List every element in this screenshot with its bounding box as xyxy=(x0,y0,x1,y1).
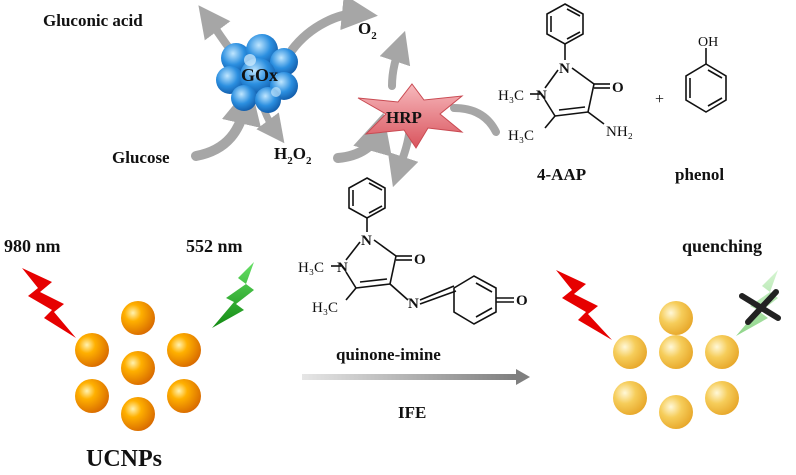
laser-bolt-icon-right xyxy=(556,270,612,340)
svg-text:N: N xyxy=(408,296,419,312)
h2o2-label: H2O2 xyxy=(274,144,312,167)
emission-bolt-icon xyxy=(212,262,254,328)
quinone-imine-structure xyxy=(331,177,514,325)
ucnps-label: UCNPs xyxy=(86,446,162,472)
arrow-aap-into-hrp xyxy=(450,104,500,136)
gox-enzyme: GOx xyxy=(216,34,298,113)
svg-text:N: N xyxy=(536,88,547,104)
hrp-label: HRP xyxy=(386,108,422,127)
arrow-h2o2-to-hrp xyxy=(333,112,392,163)
svg-text:H₃C: H₃C xyxy=(498,88,524,104)
phenol-structure xyxy=(685,48,727,113)
quenching-label: quenching xyxy=(682,236,762,256)
svg-text:N: N xyxy=(337,260,348,276)
emission-wavelength-label: 552 nm xyxy=(186,236,243,256)
aap-structure xyxy=(530,3,610,129)
arrow-gox-to-o2 xyxy=(287,0,378,55)
excitation-wavelength-label: 980 nm xyxy=(4,236,61,256)
phenol-oh: OH xyxy=(698,35,718,50)
o2-label: O2 xyxy=(358,19,377,42)
svg-text:N: N xyxy=(559,61,570,77)
glucose-label: Glucose xyxy=(112,148,170,167)
ife-label: IFE xyxy=(398,403,426,422)
quinone-imine-atoms: N N H₃C O H₃C N O xyxy=(298,233,528,316)
quinone-imine-label: quinone-imine xyxy=(336,345,441,364)
laser-bolt-icon-left xyxy=(22,268,76,338)
svg-text:H₃C: H₃C xyxy=(312,300,338,316)
svg-text:O: O xyxy=(516,293,528,309)
arrow-glucose-to-gox xyxy=(191,84,261,161)
ucnp-cluster-bright xyxy=(75,301,201,431)
hrp-enzyme: HRP xyxy=(357,83,464,149)
svg-text:N: N xyxy=(361,233,372,249)
svg-text:O: O xyxy=(612,80,624,96)
arrow-hrp-to-o2 xyxy=(379,30,411,90)
aap-atoms: N N H₃C O H₃C NH₂ xyxy=(498,61,633,144)
ife-arrow xyxy=(302,369,530,385)
quenched-emission-icon xyxy=(736,270,781,336)
phenol-label: phenol xyxy=(675,165,724,184)
gox-label: GOx xyxy=(241,65,278,85)
plus-sign: + xyxy=(655,91,664,108)
ucnp-cluster-quenched xyxy=(613,301,739,429)
svg-text:H₃C: H₃C xyxy=(508,128,534,144)
svg-text:H₃C: H₃C xyxy=(298,260,324,276)
svg-text:O: O xyxy=(414,252,426,268)
aap-label: 4-AAP xyxy=(537,165,586,184)
svg-text:NH₂: NH₂ xyxy=(606,124,633,140)
gluconic-acid-label: Gluconic acid xyxy=(43,11,143,30)
